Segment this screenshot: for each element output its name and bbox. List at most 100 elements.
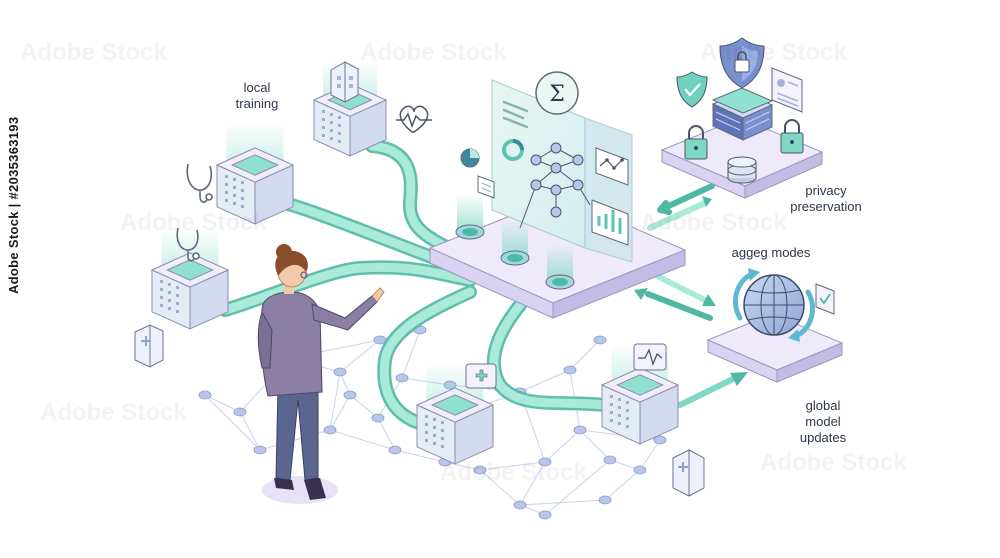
- client-cube: [215, 123, 295, 225]
- cube-dot: [225, 175, 228, 178]
- cube-dot: [441, 437, 444, 440]
- cube-dot: [618, 398, 621, 401]
- network-link: [639, 439, 661, 471]
- network-node: [473, 465, 487, 475]
- label-local-training-line1: local: [243, 80, 271, 95]
- cube-dot: [441, 421, 444, 424]
- cube-dot: [322, 134, 325, 137]
- svg-text:Adobe Stock: Adobe Stock: [360, 39, 507, 66]
- label-local-training-line2: training: [235, 96, 279, 111]
- hospital-icon: [134, 324, 164, 368]
- cube-face: [430, 394, 480, 416]
- heartbeat-bubble-icon: [633, 343, 667, 371]
- network-node: [598, 495, 612, 505]
- label-global-line2: model: [805, 414, 841, 429]
- network-node: [538, 510, 552, 520]
- cube-dot: [168, 283, 171, 286]
- cube-dot: [610, 411, 613, 414]
- model-pods: [455, 194, 575, 290]
- cube-dot: [233, 202, 236, 205]
- hospital-icon: [672, 449, 705, 497]
- cube-dot: [160, 280, 163, 283]
- network-link: [204, 394, 261, 451]
- cube-dot: [330, 113, 333, 116]
- cube-dot: [233, 194, 236, 197]
- client-cube: [415, 363, 495, 465]
- svg-text:Adobe Stock: Adobe Stock: [120, 209, 267, 236]
- cube-dot: [433, 434, 436, 437]
- model-dashboard-panel: Σ: [460, 71, 633, 263]
- client-nodes: [150, 60, 680, 465]
- cube-dot: [618, 422, 621, 425]
- network-node: [573, 425, 587, 435]
- cube-dot: [433, 442, 436, 445]
- network-link: [329, 371, 341, 431]
- svg-text:Adobe Stock: Adobe Stock: [700, 39, 847, 66]
- aggregation-platform: [706, 268, 844, 383]
- medical-cross-bubble-icon: [465, 363, 497, 389]
- stethoscope-icon: [176, 227, 200, 262]
- cube-dot: [241, 189, 244, 192]
- cube-dot: [610, 403, 613, 406]
- cube-face: [165, 259, 215, 281]
- label-global-line1: global: [805, 398, 841, 413]
- network-node: [395, 373, 409, 383]
- cube-dot: [176, 294, 179, 297]
- refresh-arrows-icon: [733, 271, 815, 339]
- network-node: [323, 425, 337, 435]
- cube-dot: [330, 129, 333, 132]
- cube-dot: [441, 445, 444, 448]
- network-node: [333, 367, 347, 377]
- network-link: [579, 429, 611, 461]
- svg-text:Adobe Stock: Adobe Stock: [40, 399, 187, 426]
- cube-dot: [618, 406, 621, 409]
- network-node: [563, 365, 577, 375]
- database-icon: [727, 156, 757, 184]
- cube-dot: [338, 140, 341, 143]
- network-link: [479, 469, 521, 506]
- cube-dot: [425, 423, 428, 426]
- presenter-woman: [257, 244, 385, 504]
- svg-text:Σ: Σ: [549, 82, 565, 107]
- cube-dot: [233, 186, 236, 189]
- label-global-line3: updates: [799, 430, 847, 445]
- cube-dot: [225, 191, 228, 194]
- network-link: [569, 339, 601, 371]
- cube-dot: [425, 439, 428, 442]
- sigma-icon: Σ: [535, 71, 579, 115]
- label-privacy-line1: privacy: [805, 183, 847, 198]
- cube-dot: [176, 286, 179, 289]
- cube-dot: [618, 414, 621, 417]
- client-cube: [150, 228, 230, 330]
- shield-icon: [719, 37, 765, 89]
- network-link: [377, 417, 396, 451]
- label-privacy-preservation: privacy preservation: [778, 183, 874, 215]
- network-node: [233, 407, 247, 417]
- cube-dot: [610, 419, 613, 422]
- network-link: [339, 339, 381, 373]
- network-node: [371, 413, 385, 423]
- cube-dot: [330, 121, 333, 124]
- network-node: [253, 445, 267, 455]
- cube-dot: [626, 409, 629, 412]
- label-global-model-updates: global model updates: [790, 398, 856, 446]
- line-chart-icon: [595, 147, 629, 186]
- network-link: [479, 461, 546, 471]
- pie-chart-icon: [460, 148, 480, 168]
- label-aggeg-modes: aggeg modes: [731, 245, 811, 260]
- neural-network-icon: [519, 142, 591, 229]
- text-lines: [502, 100, 529, 129]
- network-link: [204, 394, 241, 413]
- cube-dot: [176, 310, 179, 313]
- cube-dot: [338, 124, 341, 127]
- svg-text:Adobe Stock: Adobe Stock: [440, 459, 587, 486]
- network-node: [388, 445, 402, 455]
- donut-chart-icon: [502, 139, 524, 161]
- cube-dot: [322, 118, 325, 121]
- cube-dot: [322, 126, 325, 129]
- cube-dot: [425, 415, 428, 418]
- label-privacy-line2: preservation: [790, 199, 862, 214]
- network-link: [239, 411, 261, 451]
- network-node: [653, 435, 667, 445]
- cube-dot: [433, 426, 436, 429]
